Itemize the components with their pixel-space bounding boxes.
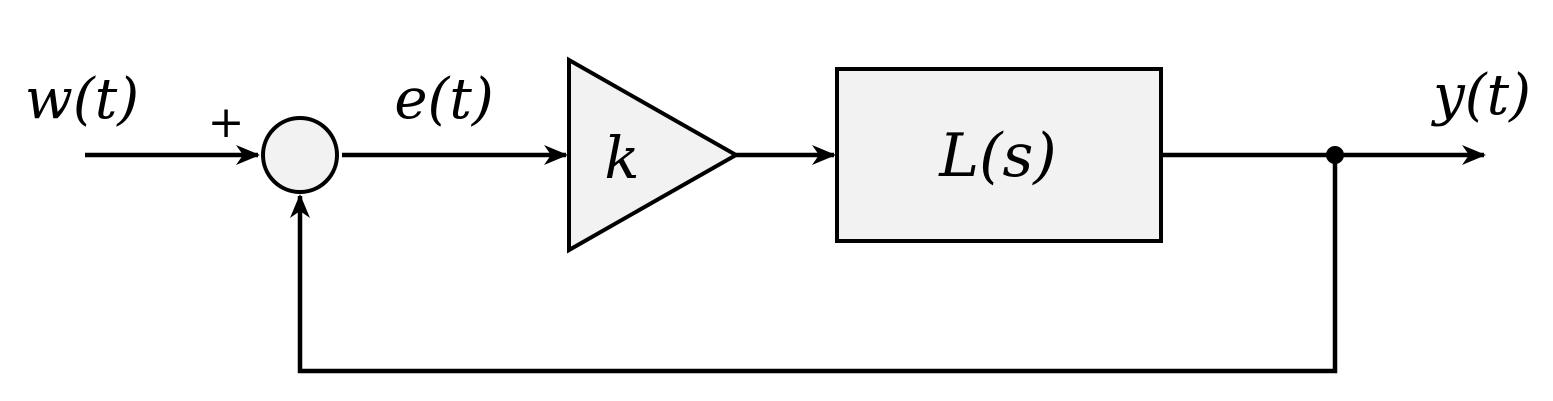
summing-junction bbox=[261, 116, 339, 194]
gain-block bbox=[567, 56, 741, 254]
feedback-path bbox=[290, 155, 1338, 374]
summing-sign-plus: + bbox=[208, 97, 245, 148]
error-signal-label: e(t) bbox=[394, 67, 493, 132]
input-signal-label: w(t) bbox=[25, 67, 139, 132]
gain-label: k bbox=[604, 124, 639, 192]
plant-label: L(s) bbox=[938, 121, 1056, 191]
plant-block bbox=[835, 67, 1163, 243]
output-signal-label: y(t) bbox=[1430, 63, 1531, 128]
